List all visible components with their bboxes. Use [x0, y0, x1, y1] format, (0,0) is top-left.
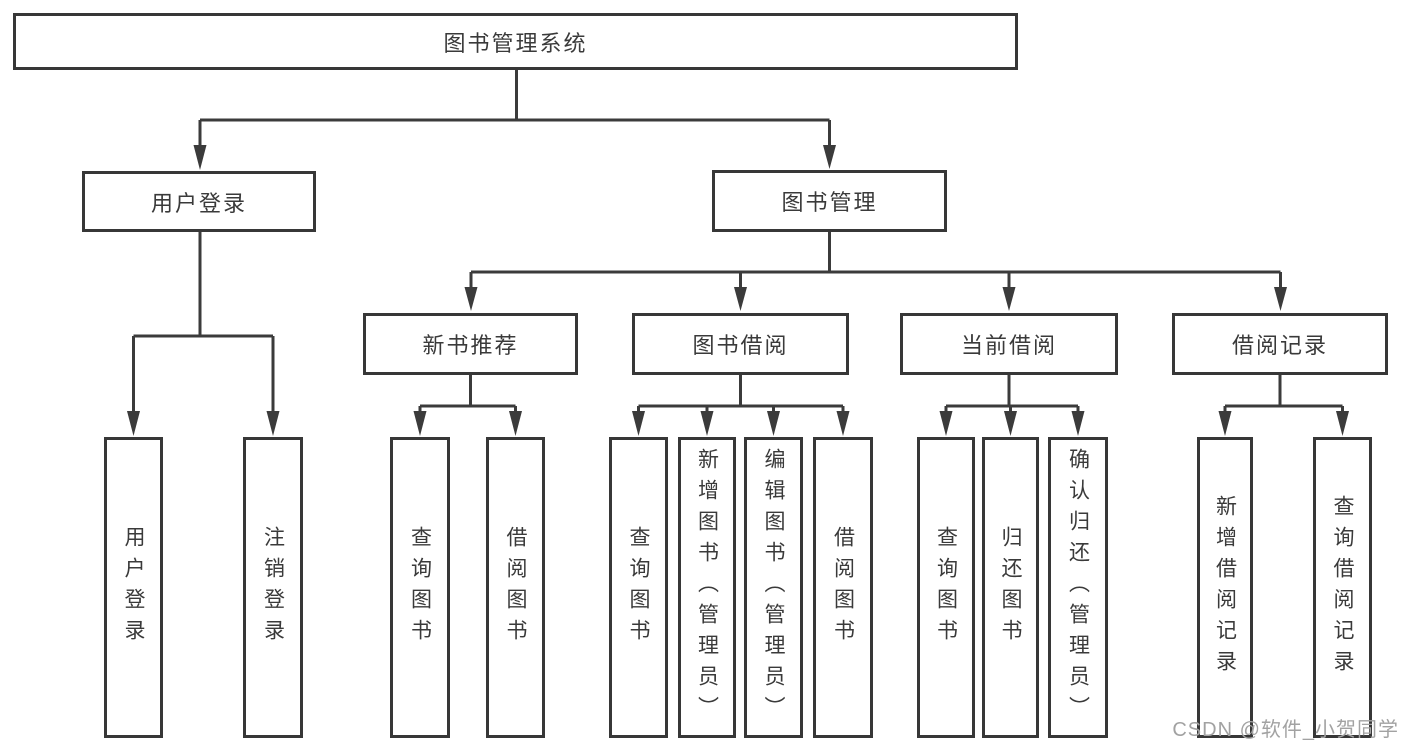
- node-new-book-recommend: 新书推荐: [363, 313, 578, 375]
- connector-user-login: [132, 232, 275, 416]
- leaf-borrow-book-1: 借阅图书: [486, 437, 545, 738]
- connector-book-management: [469, 232, 1282, 292]
- leaf-user-login-label: 用户登录: [122, 525, 145, 650]
- leaf-add-book-admin: 新增图书（管理员）: [678, 437, 736, 738]
- leaf-return-book: 归还图书: [982, 437, 1039, 738]
- leaf-query-book-1: 查询图书: [390, 437, 450, 738]
- leaf-add-borrow-record-label: 新增借阅记录: [1213, 494, 1237, 681]
- node-borrow-records-label: 借阅记录: [1231, 333, 1328, 358]
- node-borrow-records: 借阅记录: [1172, 313, 1388, 375]
- leaf-query-book-2: 查询图书: [609, 437, 668, 738]
- leaf-logout: 注销登录: [243, 437, 303, 738]
- node-book-management: 图书管理: [712, 170, 947, 232]
- leaf-query-book-3-label: 查询图书: [934, 525, 958, 650]
- leaf-logout-label: 注销登录: [261, 525, 285, 650]
- node-user-login-label: 用户登录: [150, 190, 247, 216]
- connector-book-borrow: [637, 375, 845, 416]
- leaf-add-borrow-record: 新增借阅记录: [1197, 437, 1253, 738]
- leaf-borrow-book-2-label: 借阅图书: [831, 525, 855, 650]
- leaf-borrow-book-1-label: 借阅图书: [504, 525, 527, 650]
- leaf-query-borrow-record-label: 查询借阅记录: [1331, 494, 1354, 681]
- leaf-return-book-label: 归还图书: [999, 525, 1022, 650]
- leaf-query-book-2-label: 查询图书: [627, 525, 650, 650]
- leaf-confirm-return-admin: 确认归还（管理员）: [1048, 437, 1108, 738]
- arrowheads: [127, 145, 1349, 436]
- node-book-borrow: 图书借阅: [632, 313, 849, 375]
- connector-root: [198, 70, 831, 150]
- leaf-user-login: 用户登录: [104, 437, 163, 738]
- node-new-book-recommend-label: 新书推荐: [422, 333, 519, 358]
- node-root-label: 图书管理系统: [443, 30, 588, 56]
- connector-new-book-recommend: [418, 375, 517, 416]
- leaf-edit-book-admin-label: 编辑图书（管理员）: [762, 448, 785, 727]
- leaf-query-book-3: 查询图书: [917, 437, 975, 738]
- connector-borrow-records: [1223, 375, 1344, 416]
- watermark: CSDN @软件_小贺同学: [1172, 719, 1399, 741]
- leaf-query-book-1-label: 查询图书: [408, 525, 432, 650]
- node-book-borrow-label: 图书借阅: [692, 333, 789, 358]
- node-user-login: 用户登录: [82, 171, 316, 232]
- connector-current-borrow: [944, 375, 1080, 416]
- leaf-query-borrow-record: 查询借阅记录: [1313, 437, 1372, 738]
- leaf-add-book-admin-label: 新增图书（管理员）: [695, 448, 719, 727]
- node-current-borrow: 当前借阅: [900, 313, 1118, 375]
- leaf-edit-book-admin: 编辑图书（管理员）: [744, 437, 803, 738]
- leaf-borrow-book-2: 借阅图书: [813, 437, 873, 738]
- node-current-borrow-label: 当前借阅: [960, 333, 1057, 358]
- leaf-confirm-return-admin-label: 确认归还（管理员）: [1066, 448, 1090, 727]
- node-book-management-label: 图书管理: [781, 190, 878, 215]
- node-root: 图书管理系统: [13, 13, 1018, 70]
